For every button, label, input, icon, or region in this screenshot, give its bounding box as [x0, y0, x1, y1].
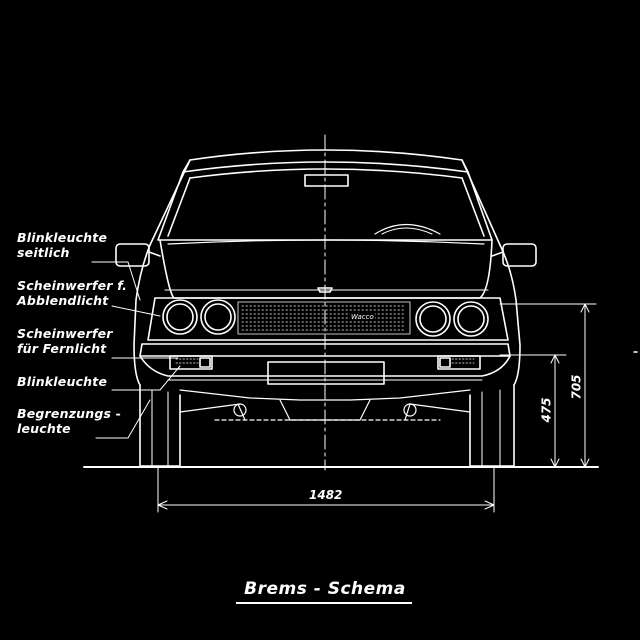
- drawing-caption: Brems - Schema: [244, 579, 406, 599]
- label-side-indicator-line2: seitlich: [17, 245, 70, 260]
- dimension-lamp-height: 475: [539, 397, 554, 423]
- side-mirrors: [115, 243, 537, 267]
- body-outline: [133, 239, 521, 386]
- label-side-indicator: Blinkleuchte seitlich: [17, 230, 107, 260]
- track-width-dimension: [157, 467, 495, 513]
- label-high-beam: Scheinwerfer für Fernlicht: [17, 326, 113, 356]
- label-side-indicator-line1: Blinkleuchte: [17, 230, 108, 245]
- radiator-grille: [237, 301, 411, 335]
- label-high-beam-line2: für Fernlicht: [17, 341, 107, 356]
- height-dimension-lines: [499, 303, 597, 468]
- label-low-beam-line1: Scheinwerfer f.: [17, 278, 128, 293]
- label-high-beam-line1: Scheinwerfer: [17, 326, 113, 341]
- dimension-track-width: 1482: [309, 488, 343, 502]
- grille-badge: Wacco: [350, 313, 375, 321]
- label-indicator: Blinkleuchte: [17, 374, 107, 389]
- label-leader-lines: [91, 261, 181, 439]
- wheels: [139, 384, 515, 467]
- caption-underline: [236, 602, 412, 604]
- dimension-headlamp-height: 705: [569, 374, 584, 400]
- headlamps: [162, 299, 489, 337]
- label-position-lamp: Begrenzungs - leuchte: [17, 406, 121, 436]
- label-low-beam: Scheinwerfer f. Abblendlicht: [17, 278, 127, 308]
- label-low-beam-line2: Abblendlicht: [17, 293, 109, 308]
- label-position-lamp-line1: Begrenzungs -: [17, 406, 122, 421]
- front-bumper: [139, 343, 511, 385]
- suspension-and-underbody: [179, 389, 471, 421]
- label-position-lamp-line2: leuchte: [17, 421, 71, 436]
- label-indicator-line1: Blinkleuchte: [17, 374, 108, 389]
